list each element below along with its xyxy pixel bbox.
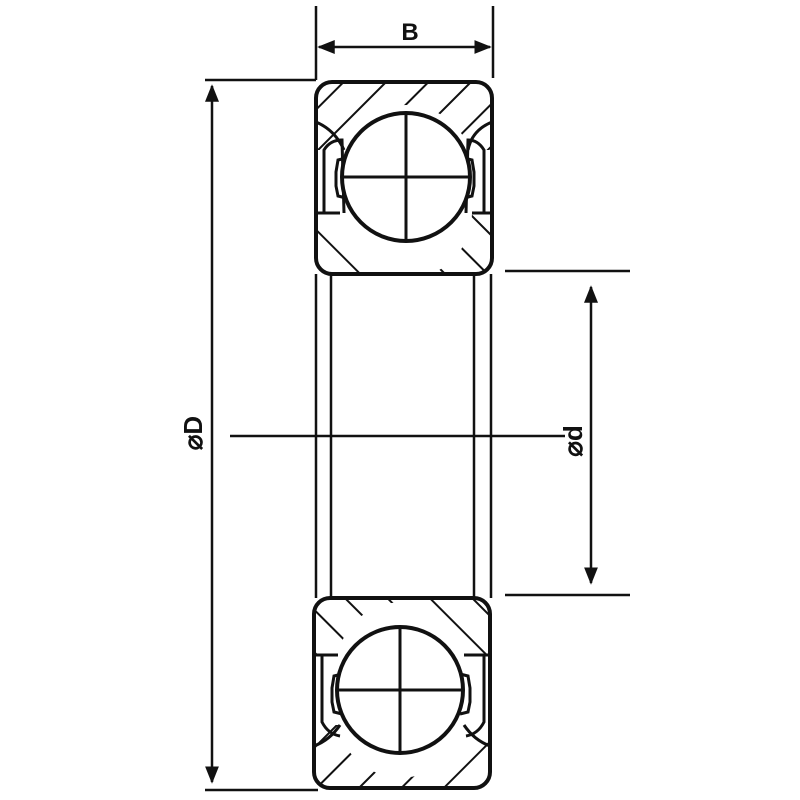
inner-ring-top xyxy=(316,213,492,274)
dimension-inner-diameter: ⌀d xyxy=(505,269,630,597)
dimension-outer-diameter: ⌀D xyxy=(178,78,318,792)
outer-ring-bottom xyxy=(314,725,490,788)
bottom-bearing-section xyxy=(312,596,492,790)
inner-diameter-label: ⌀d xyxy=(558,425,588,457)
bore xyxy=(314,274,493,598)
dimension-b: B xyxy=(314,6,495,80)
dimension-b-label: B xyxy=(401,19,418,46)
outer-diameter-label: ⌀D xyxy=(178,416,208,450)
inner-ring-bottom xyxy=(314,598,490,655)
outer-ring-top xyxy=(316,82,492,150)
top-bearing-section xyxy=(314,80,494,276)
